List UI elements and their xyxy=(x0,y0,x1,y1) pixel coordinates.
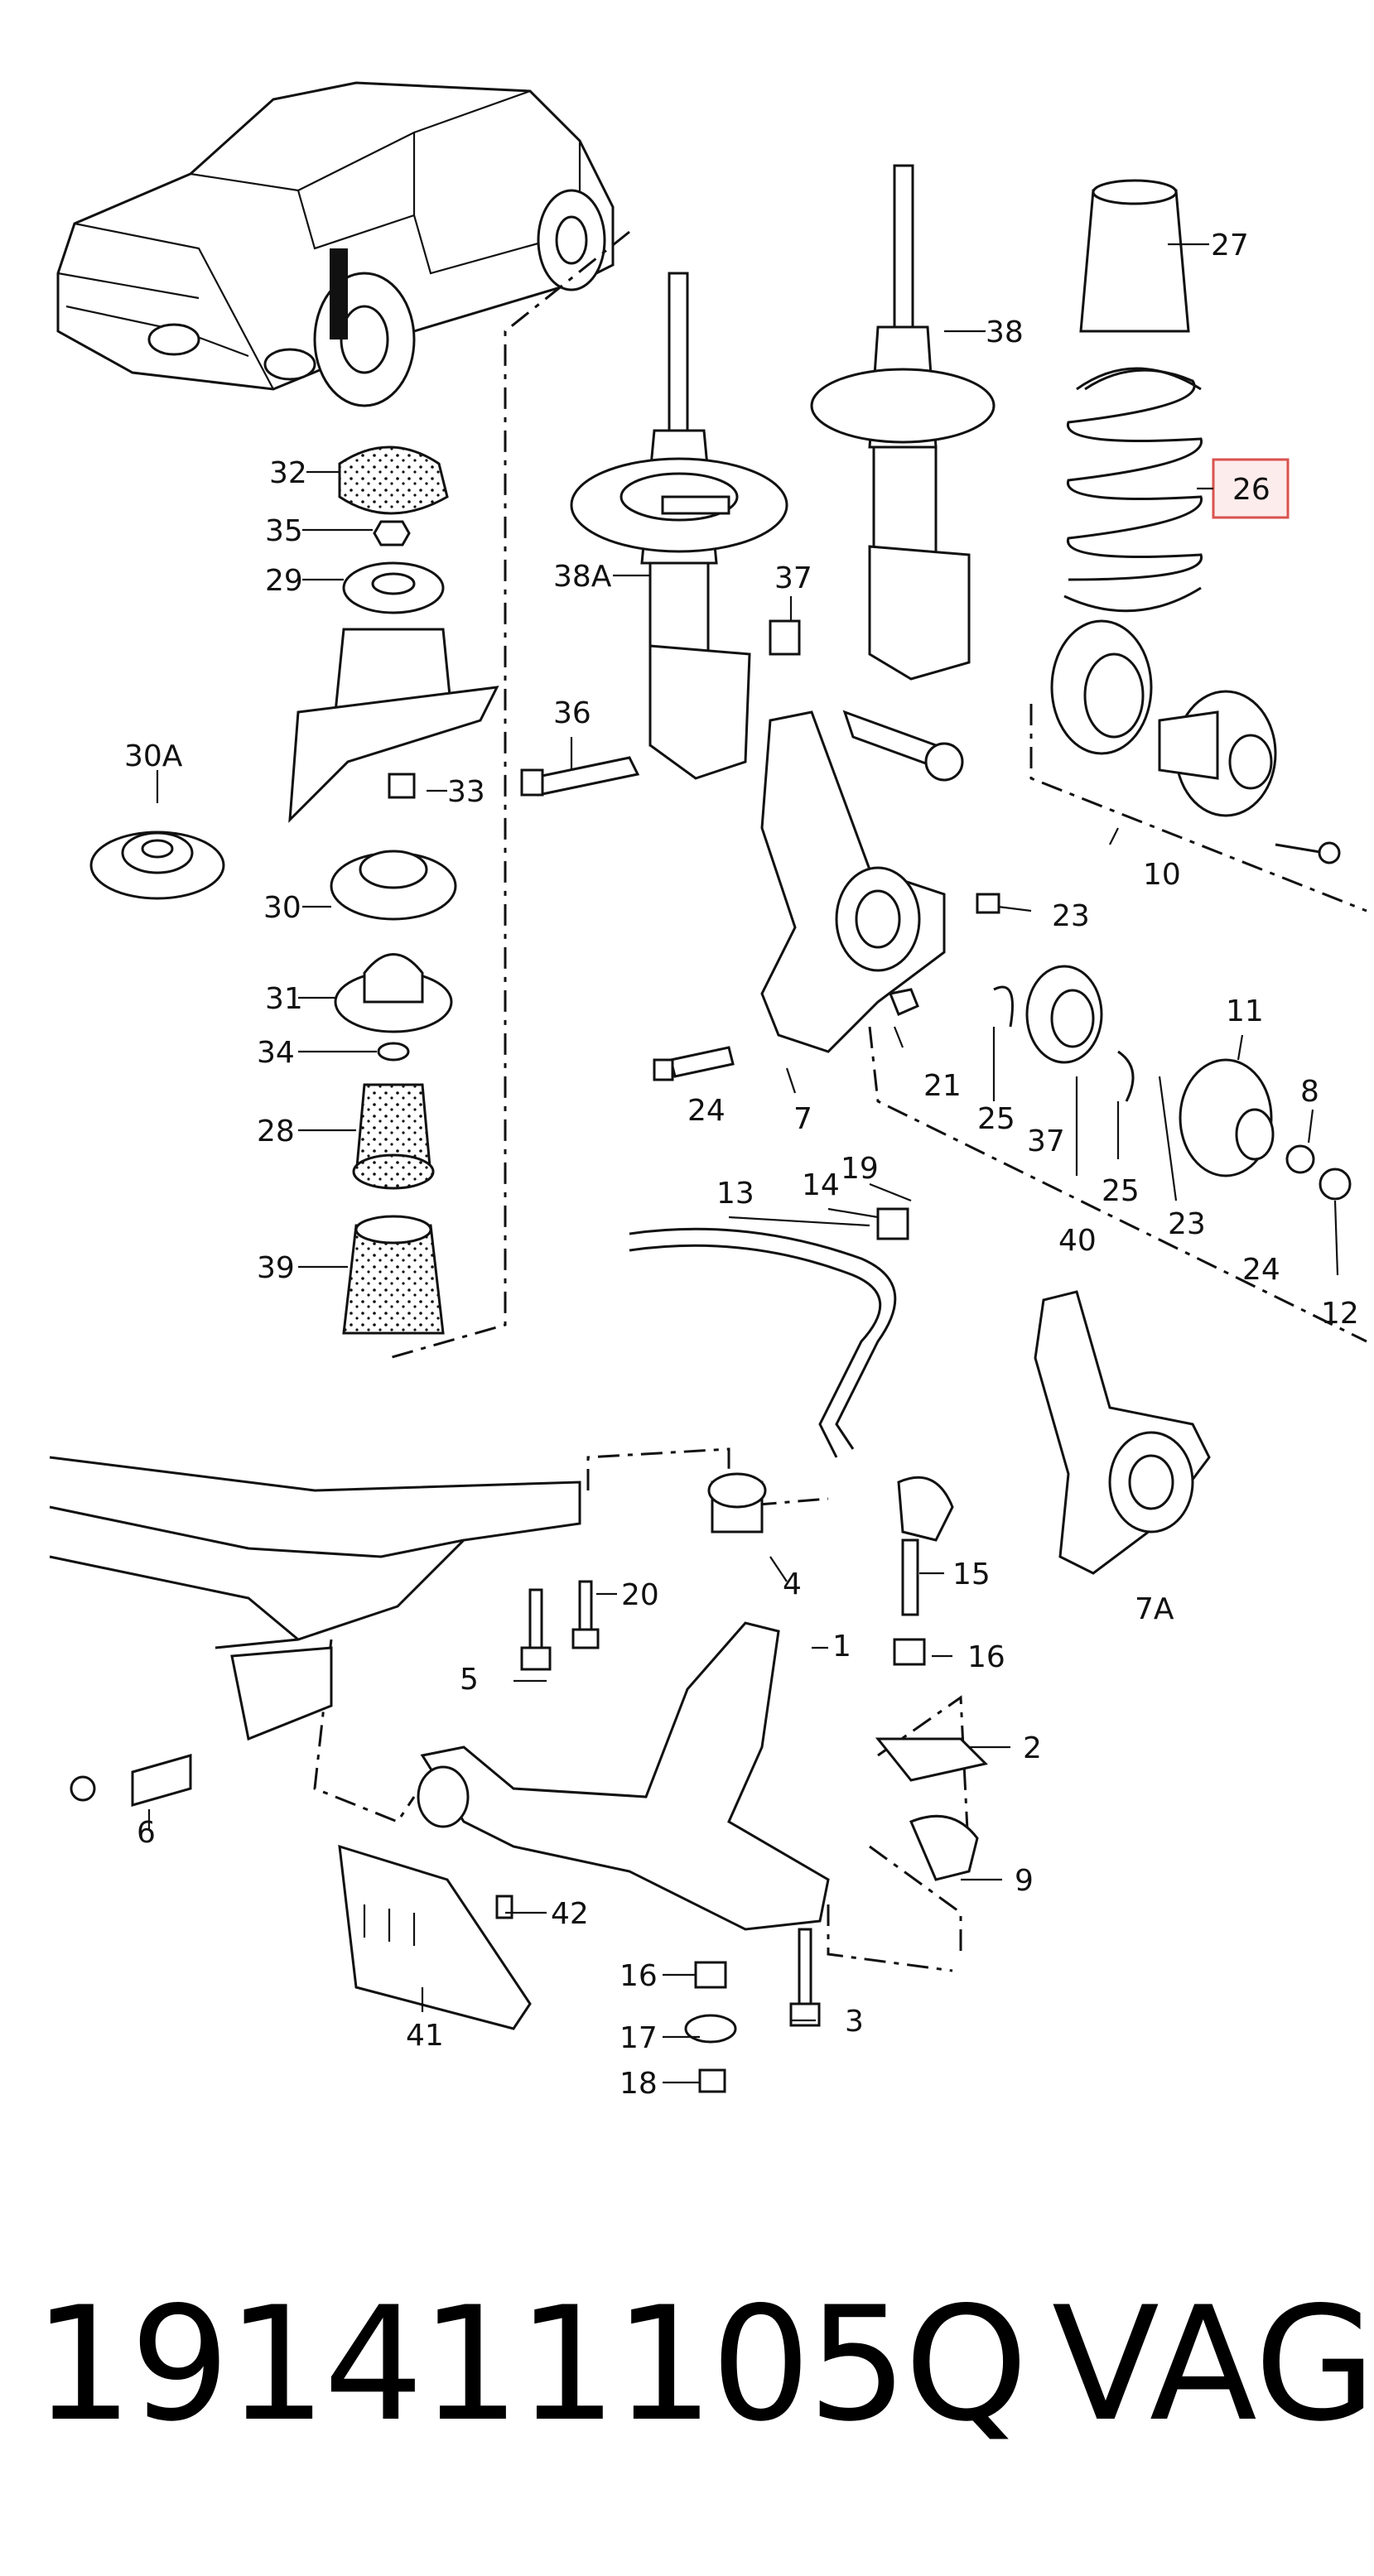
callout-18: 18 xyxy=(620,2067,658,2101)
callout-leaders xyxy=(147,243,1339,2084)
callout-17: 17 xyxy=(620,2021,658,2055)
callout-16a: 16 xyxy=(967,1640,1005,1674)
callout-40: 40 xyxy=(1058,1224,1097,1258)
callout-labels: 32 35 29 30A 33 30 31 34 28 39 38A 36 37… xyxy=(124,229,1359,2101)
callout-26: 26 xyxy=(1232,473,1270,507)
part-number: 191411105Q xyxy=(33,2273,1029,2456)
callout-30: 30 xyxy=(263,891,301,925)
callout-25a: 25 xyxy=(977,1102,1015,1136)
highlight-box xyxy=(1212,458,1290,519)
callout-35: 35 xyxy=(265,514,303,548)
steering-knuckles xyxy=(760,710,1211,1575)
callout-30a: 30A xyxy=(124,739,183,773)
stabilizer-bar xyxy=(629,710,964,1616)
callout-42: 42 xyxy=(551,1897,589,1931)
callout-41: 41 xyxy=(406,2019,444,2053)
callout-7a: 7A xyxy=(1135,1592,1174,1626)
callout-24a: 24 xyxy=(687,1094,726,1128)
callout-1: 1 xyxy=(832,1630,851,1664)
callout-37a: 37 xyxy=(774,561,812,595)
callout-2: 2 xyxy=(1023,1731,1042,1765)
callout-21: 21 xyxy=(923,1069,962,1103)
callout-8: 8 xyxy=(1300,1075,1319,1109)
callout-32: 32 xyxy=(269,456,307,490)
part-caption: 191411105Q VAG xyxy=(33,2273,1374,2472)
callout-11: 11 xyxy=(1226,994,1264,1028)
callout-19: 19 xyxy=(841,1152,879,1186)
callout-14: 14 xyxy=(802,1168,840,1202)
callout-38: 38 xyxy=(986,315,1024,349)
callout-15: 15 xyxy=(952,1558,991,1591)
callout-33: 33 xyxy=(447,775,485,809)
wheel-hub-group xyxy=(993,619,1352,1201)
callout-3: 3 xyxy=(845,2005,864,2039)
callout-37b: 37 xyxy=(1027,1124,1065,1158)
callout-23a: 23 xyxy=(1052,899,1090,933)
callout-27: 27 xyxy=(1211,229,1249,262)
brand-name: VAG xyxy=(1052,2273,1374,2456)
callout-12: 12 xyxy=(1321,1297,1359,1331)
callout-39: 39 xyxy=(257,1251,295,1285)
callout-16b: 16 xyxy=(620,1959,658,1993)
coil-spring-group xyxy=(1063,179,1203,613)
callout-31: 31 xyxy=(265,982,303,1016)
callout-7: 7 xyxy=(793,1102,812,1136)
callout-6: 6 xyxy=(137,1816,156,1850)
callout-4: 4 xyxy=(783,1567,802,1601)
callout-13: 13 xyxy=(716,1177,754,1211)
callout-5: 5 xyxy=(460,1663,479,1697)
callout-38a: 38A xyxy=(553,560,612,594)
callout-24b: 24 xyxy=(1242,1253,1280,1287)
callout-29: 29 xyxy=(265,564,303,598)
callout-10: 10 xyxy=(1143,858,1181,892)
callout-34: 34 xyxy=(257,1036,295,1070)
callout-36: 36 xyxy=(553,696,591,730)
callout-25b: 25 xyxy=(1102,1174,1140,1208)
car-illustration xyxy=(56,81,615,407)
callout-28: 28 xyxy=(257,1115,295,1148)
strut-mount-stack xyxy=(89,445,499,1335)
callout-20: 20 xyxy=(621,1578,659,1612)
callout-9: 9 xyxy=(1015,1864,1034,1898)
fasteners xyxy=(495,495,1000,2093)
callout-23b: 23 xyxy=(1168,1207,1206,1241)
subframe-control-arm xyxy=(49,1456,830,2030)
